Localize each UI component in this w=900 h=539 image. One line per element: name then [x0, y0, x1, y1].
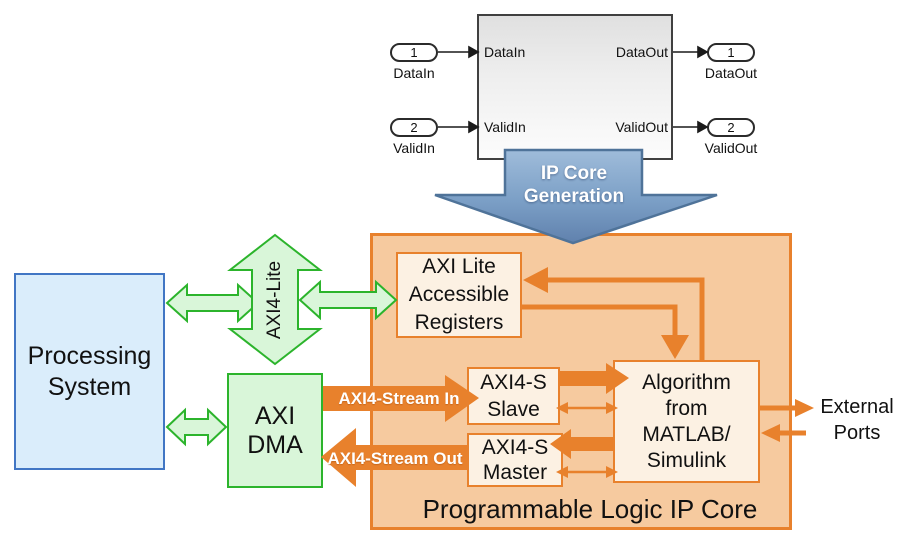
stream-out-label: AXI4-Stream Out — [327, 449, 463, 468]
axi-dma-block: AXI DMA — [227, 373, 323, 488]
ip-core-generation-line2: Generation — [523, 186, 625, 207]
processing-system-block: Processing System — [14, 273, 165, 470]
outport-2-label: ValidOut — [704, 140, 758, 156]
inport-2: 2 — [390, 118, 438, 137]
slave-line2: Slave — [487, 398, 540, 421]
external-ports-line1: External — [820, 396, 894, 418]
algorithm-block: Algorithm from MATLAB/ Simulink — [613, 360, 760, 483]
container-title: Programmable Logic IP Core — [422, 494, 758, 524]
stream-in-label: AXI4-Stream In — [338, 389, 460, 408]
axi-dma-line2: DMA — [247, 430, 303, 459]
ps-axi4lite-arrow — [165, 282, 260, 324]
axi-dma-line1: AXI — [254, 401, 296, 430]
arrowhead-out2-icon — [697, 120, 709, 134]
external-ports-line2: Ports — [833, 422, 881, 444]
external-ports-label: External Ports — [810, 394, 900, 446]
registers-line3: Registers — [414, 311, 504, 334]
axi-lite-registers-block: AXI Lite Accessible Registers — [396, 252, 522, 338]
outport-1: 1 — [707, 43, 755, 62]
processing-system-line2: System — [47, 372, 132, 401]
axi4s-slave-block: AXI4-S Slave — [467, 367, 560, 425]
ps-dma-arrow — [165, 407, 228, 447]
arrowhead-out1-icon — [697, 45, 709, 59]
axi4-lite-bus-label: AXI4-Lite — [264, 260, 285, 340]
algorithm-line1: Algorithm — [642, 370, 731, 394]
algorithm-line3: MATLAB/ — [642, 422, 731, 446]
slave-line1: AXI4-S — [480, 371, 547, 394]
master-line1: AXI4-S — [481, 436, 549, 459]
outport-2: 2 — [707, 118, 755, 137]
registers-line1: AXI Lite — [422, 255, 496, 278]
algorithm-line2: from — [665, 396, 708, 420]
master-line2: Master — [482, 461, 548, 484]
block-port-validout: ValidOut — [615, 119, 668, 135]
processing-system-line1: Processing — [27, 341, 152, 370]
axi4s-master-block: AXI4-S Master — [467, 433, 563, 487]
inport-2-label: ValidIn — [393, 140, 435, 156]
inport-1-label: DataIn — [393, 65, 435, 81]
block-port-validin: ValidIn — [484, 119, 526, 135]
subsystem-block — [477, 14, 673, 160]
block-port-dataout: DataOut — [615, 44, 668, 60]
algorithm-line4: Simulink — [646, 448, 727, 472]
inport-1: 1 — [390, 43, 438, 62]
ip-core-generation-line1: IP Core — [540, 163, 608, 184]
block-port-datain: DataIn — [484, 44, 526, 60]
registers-line2: Accessible — [408, 283, 510, 306]
outport-1-label: DataOut — [704, 65, 758, 81]
